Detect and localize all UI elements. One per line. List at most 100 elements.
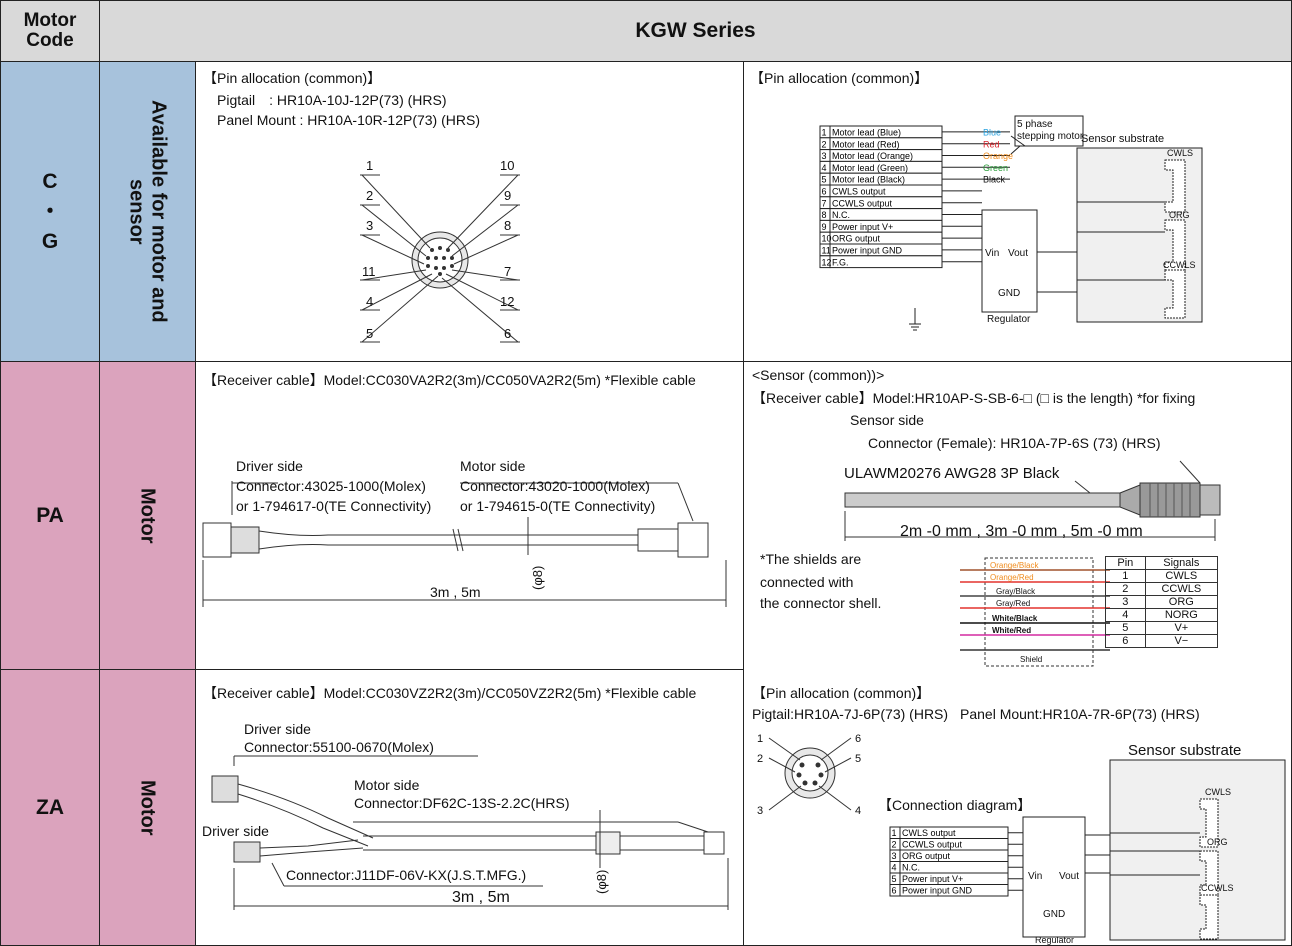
- za-row-label: Power input GND: [902, 886, 973, 896]
- za-right-title: 【Pin allocation (common)】: [752, 685, 931, 701]
- cg-left-panel: Panel Mount : HR10A-10R-12P(73) (HRS): [217, 112, 480, 128]
- cg-pin-r3: 8: [504, 218, 511, 233]
- za-gnd: GND: [1043, 909, 1065, 920]
- pa-cable-diagram: Driver side Connector:43025-1000(Molex) …: [202, 458, 727, 607]
- cg-row-number: 10: [822, 234, 832, 244]
- za-right-pigtail: Pigtail:HR10A-7J-6P(73) (HRS): [752, 706, 949, 722]
- cg-pin-r5: 12: [500, 294, 514, 309]
- za-row-number: 3: [892, 851, 897, 861]
- za-sensor-3: CCWLS: [1201, 883, 1234, 893]
- za-left-cell: [195, 669, 744, 946]
- pa-sensor-connector: Connector (Female): HR10A-7P-6S (73) (HR…: [868, 435, 1161, 451]
- type-za: Motor: [99, 669, 196, 946]
- cg-row-number: 3: [822, 151, 827, 161]
- cg-regulator: Regulator: [987, 314, 1031, 325]
- cg-row-label: Motor lead (Blue): [832, 128, 901, 138]
- series-header: KGW Series: [99, 0, 1292, 62]
- cg-row-label: ORG output: [832, 234, 881, 244]
- pa-pin-cell: 5: [1105, 621, 1146, 635]
- za-row-number: 6: [892, 886, 897, 896]
- pa-pin-cell: 3: [1105, 595, 1146, 609]
- za-motor-side: Motor side: [354, 777, 420, 793]
- za-cable-diagram: Driver side Connector:55100-0670(Molex) …: [202, 721, 729, 910]
- cg-wire-color-label: Black: [983, 175, 1006, 185]
- code-pa: PA: [0, 361, 100, 670]
- za-row-number: 1: [892, 828, 897, 838]
- za-diameter: (φ8): [594, 870, 609, 894]
- za-length: 3m , 5m: [452, 889, 510, 906]
- cg-stepping-l1: 5 phase: [1017, 119, 1053, 130]
- cg-left-title: 【Pin allocation (common)】: [203, 70, 382, 86]
- pa-pin-cell: CCWLS: [1144, 582, 1219, 596]
- cg-pin-l1: 1: [366, 158, 373, 173]
- za-row-label: CWLS output: [902, 828, 956, 838]
- code-cg: C ・ G: [0, 61, 100, 362]
- pa-pin-cell: NORG: [1144, 608, 1219, 622]
- za-driver-side: Driver side: [244, 721, 311, 737]
- type-za-label: Motor: [136, 779, 159, 836]
- pa-cable-spec: ULAWM20276 AWG28 3P Black: [844, 465, 1060, 482]
- pa-wire-6: White/Red: [992, 626, 1031, 635]
- cg-wire-color-label: Orange: [983, 151, 1013, 161]
- cg-wire-color-label: Blue: [983, 128, 1001, 138]
- za-row-label: N.C.: [902, 863, 920, 873]
- pa-motor-side: Motor side: [460, 458, 526, 474]
- type-cg: Available for motor and sensor: [99, 61, 196, 362]
- pa-pin-cell: CWLS: [1144, 569, 1219, 583]
- cg-pin-r6: 6: [504, 326, 511, 341]
- za-conn-title: 【Connection diagram】: [878, 797, 1032, 813]
- cg-vin: Vin: [985, 248, 999, 259]
- type-cg-label: Available for motor and sensor: [125, 100, 170, 323]
- pa-shield-note-3: the connector shell.: [760, 595, 882, 611]
- pa-sensor-lengths: 2m -0 mm , 3m -0 mm , 5m -0 mm: [900, 523, 1143, 540]
- cg-row-number: 11: [822, 246, 831, 256]
- pa-pin-cell: 2: [1105, 582, 1146, 596]
- pa-wire-5: White/Black: [992, 614, 1038, 623]
- za-pin-l3: 3: [757, 805, 763, 817]
- cg-sensor-3: CCWLS: [1163, 260, 1196, 270]
- cg-pin-r1: 10: [500, 158, 514, 173]
- cg-wire-color-label: Red: [983, 139, 1000, 149]
- cg-row-label: Motor lead (Orange): [832, 151, 913, 161]
- cg-row-label: Power input GND: [832, 246, 903, 256]
- za-driver-conn-2: Connector:J11DF-06V-KX(J.S.T.MFG.): [286, 867, 526, 883]
- cg-sensor-substrate: Sensor substrate: [1081, 133, 1164, 145]
- za-sensor-1: CWLS: [1205, 787, 1231, 797]
- cg-pin-r4: 7: [504, 264, 511, 279]
- za-vout: Vout: [1059, 871, 1079, 882]
- cg-row-number: 4: [822, 163, 827, 173]
- za-regulator: Regulator: [1035, 935, 1074, 945]
- cg-sensor-2: ORG: [1169, 210, 1190, 220]
- cg-row-number: 9: [822, 222, 827, 232]
- za-driver-conn: Connector:55100-0670(Molex): [244, 739, 434, 755]
- type-pa-label: Motor: [136, 487, 159, 544]
- pa-driver-side: Driver side: [236, 458, 303, 474]
- cg-sensor-1: CWLS: [1167, 148, 1193, 158]
- cg-row-label: CWLS output: [832, 187, 886, 197]
- za-pin-r1: 6: [855, 733, 861, 745]
- pa-pin-head-sig: Signals: [1144, 556, 1219, 570]
- pa-wire-diagram: Orange/Black Orange/Red Gray/Black Gray/…: [960, 557, 1110, 667]
- cg-row-number: 7: [822, 198, 827, 208]
- za-pin-l1: 1: [757, 733, 763, 745]
- pa-left-title: 【Receiver cable】Model:CC030VA2R2(3m)/CC0…: [203, 372, 696, 388]
- cg-pin-l6: 5: [366, 326, 373, 341]
- pa-pin-cell: V+: [1144, 621, 1219, 635]
- cg-pin-l2: 2: [366, 188, 373, 203]
- cg-row-label: Motor lead (Green): [832, 163, 908, 173]
- cg-row-label: F.G.: [832, 257, 849, 267]
- pa-right-title: <Sensor (common))>: [752, 367, 885, 383]
- cg-row-number: 6: [822, 187, 827, 197]
- za-sensor-2: ORG: [1207, 837, 1228, 847]
- cg-row-number: 8: [822, 210, 827, 220]
- za-row-number: 5: [892, 874, 897, 884]
- za-row-number: 2: [892, 840, 897, 850]
- za-pin-l2: 2: [757, 753, 763, 765]
